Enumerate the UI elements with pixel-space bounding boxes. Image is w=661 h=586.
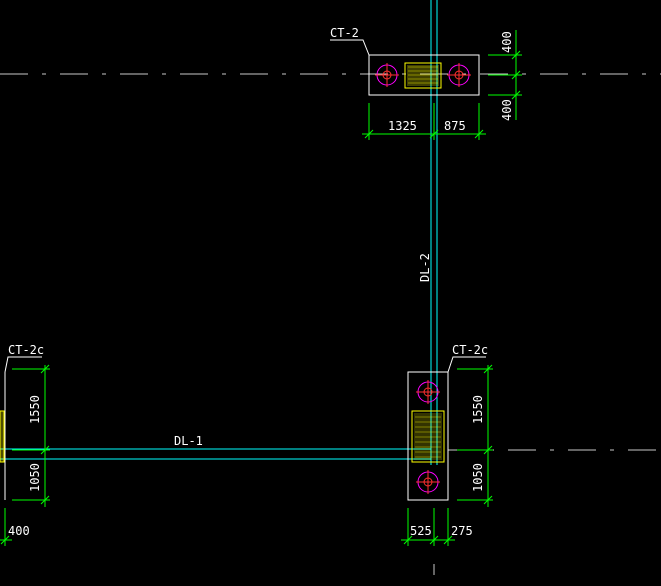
dimension-top-bottom	[362, 103, 486, 140]
dim-left-bottom: 400	[8, 524, 30, 538]
dim-right-bottom-right: 275	[451, 524, 473, 538]
pile-icon	[416, 470, 440, 494]
dim-top-right-lower: 400	[500, 99, 514, 121]
dim-top-bottom-left: 1325	[388, 119, 417, 133]
dim-right-side-upper: 1550	[471, 395, 485, 424]
label-leader	[447, 356, 486, 373]
pile-cap-ct2c-left[interactable]	[0, 356, 42, 500]
dim-top-right-upper: 400	[500, 31, 514, 53]
pile-icon	[416, 380, 440, 404]
dimension-right-bottom	[401, 508, 455, 546]
dimension-left-side	[12, 364, 50, 507]
column-top	[404, 62, 442, 89]
column-right	[411, 410, 445, 463]
dim-top-bottom-right: 875	[444, 119, 466, 133]
dimension-right-side	[457, 364, 493, 507]
beam-dl1[interactable]	[0, 448, 431, 460]
cap-label-right: CT-2c	[452, 343, 488, 357]
beam-label-dl1: DL-1	[174, 434, 203, 448]
label-leader	[330, 39, 370, 56]
column-left	[0, 410, 5, 463]
beam-label-dl2: DL-2	[418, 253, 432, 282]
cap-label-top: CT-2	[330, 26, 359, 40]
label-leader	[4, 356, 42, 373]
dimension-top-right	[488, 30, 522, 120]
dim-right-side-lower: 1050	[471, 463, 485, 492]
dim-left-side-upper: 1550	[28, 395, 42, 424]
pile-icon	[447, 63, 471, 87]
cap-label-left: CT-2c	[8, 343, 44, 357]
pile-icon	[375, 63, 399, 87]
pile-cap-ct2c-right[interactable]	[407, 356, 486, 501]
dim-right-bottom-left: 525	[410, 524, 432, 538]
pile-cap-ct2-top[interactable]	[330, 39, 480, 96]
dim-left-side-lower: 1050	[28, 463, 42, 492]
dimension-left-bottom	[0, 508, 12, 546]
